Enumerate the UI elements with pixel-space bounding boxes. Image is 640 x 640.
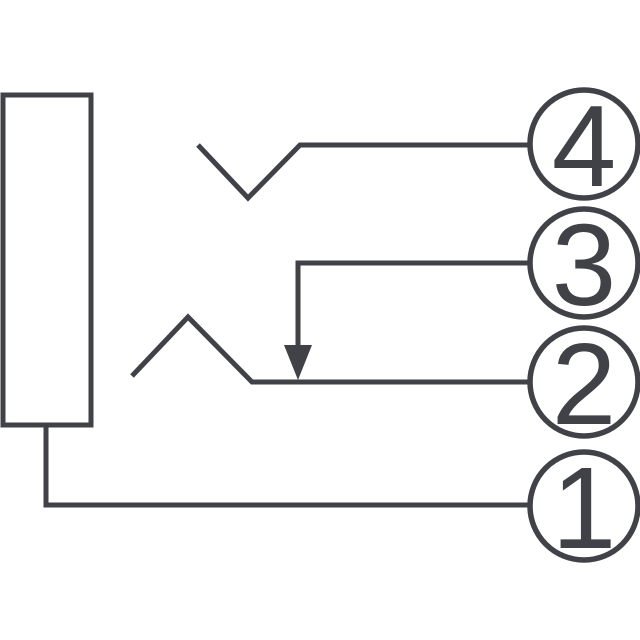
pin-3-terminal: 3 xyxy=(527,200,640,330)
pin-2-label: 2 xyxy=(552,319,617,449)
pin-4-circle xyxy=(527,87,640,201)
pin-3-arrowhead-icon xyxy=(284,345,312,380)
pin-1-label: 1 xyxy=(552,443,617,573)
pin-1-terminal: 1 xyxy=(527,443,640,573)
pin-3-label: 3 xyxy=(552,200,617,330)
pin-3-circle xyxy=(527,206,640,320)
pin-2-contact-wire xyxy=(130,313,533,385)
pin-4-label: 4 xyxy=(552,81,617,211)
jack-body xyxy=(0,92,94,428)
pin-2-terminal: 2 xyxy=(527,319,640,449)
pin-3-wire xyxy=(295,260,533,352)
pin-4-contact-wire xyxy=(196,142,533,202)
pin-1-circle xyxy=(527,449,640,563)
pin-2-circle xyxy=(527,325,640,439)
pin-1-wire xyxy=(43,425,533,508)
pin-4-terminal: 4 xyxy=(527,81,640,211)
